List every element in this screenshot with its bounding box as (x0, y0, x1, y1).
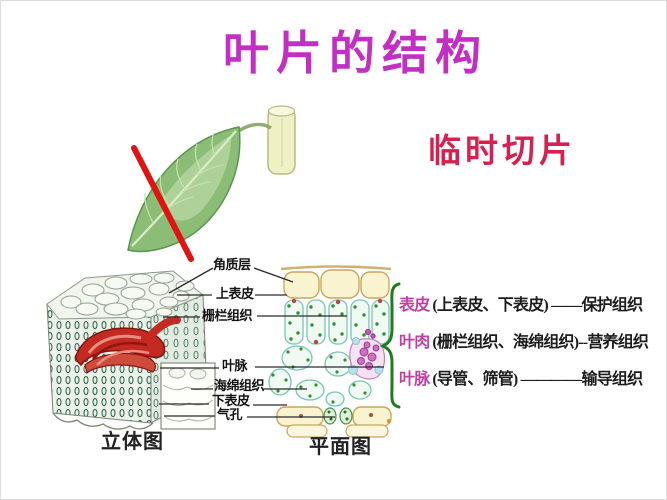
plane-vein (348, 328, 386, 380)
cut-line (131, 145, 194, 262)
guard-cells (323, 407, 353, 425)
connector-lines (159, 267, 384, 418)
caption-plane-view: 平面图 (309, 436, 372, 458)
label-spongy-tissue: 海绵组织 (214, 378, 265, 393)
annotation-brace (379, 282, 401, 409)
chloroplast-dots-palisade (287, 304, 386, 342)
label-stoma: 气孔 (217, 407, 243, 422)
annotation-vein-detail: (导管、筛管) ————输导组织 (432, 371, 643, 388)
label-upper-epidermis: 上表皮 (216, 286, 254, 301)
caption-stereo-view: 立体图 (101, 431, 164, 453)
stereo-vein (75, 316, 181, 375)
upper-epidermis-cells (283, 269, 390, 299)
top-epidermis-cells (60, 272, 195, 320)
slide-subtitle: 临时切片 (428, 134, 576, 170)
twig-cylinder (267, 105, 296, 175)
leaf-illustration (127, 105, 296, 262)
annotation-epidermis: 表皮(上表皮、下表皮) ——保护组织 (399, 296, 643, 315)
annotation-epidermis-detail: (上表皮、下表皮) ——保护组织 (432, 297, 643, 314)
leaf-veins (144, 132, 225, 224)
plane-diagram (268, 265, 392, 438)
chloroplast-dots-spongy (271, 347, 367, 404)
annotation-vein-keyword: 叶脉 (399, 371, 430, 388)
label-vein: 叶脉 (222, 358, 248, 373)
annotation-mesophyll: 叶肉(栅栏组织、海绵组织)--营养组织 (399, 333, 649, 352)
label-cuticle: 角质层 (213, 257, 251, 272)
annotation-vein: 叶脉(导管、筛管) ————输导组织 (399, 370, 643, 389)
label-palisade-tissue: 栅栏组织 (202, 308, 253, 323)
annotation-mesophyll-detail: (栅栏组织、海绵组织)--营养组织 (432, 334, 649, 351)
cuticle-line (280, 265, 392, 271)
stereo-diagram (46, 270, 216, 430)
label-lower-epidermis: 下表皮 (212, 393, 250, 408)
lower-epidermis-cells (276, 406, 392, 438)
annotation-epidermis-keyword: 表皮 (399, 297, 430, 314)
annotation-mesophyll-keyword: 叶肉 (399, 334, 430, 351)
detail-box (160, 362, 216, 430)
slide-title: 叶片的结构 (223, 28, 488, 79)
